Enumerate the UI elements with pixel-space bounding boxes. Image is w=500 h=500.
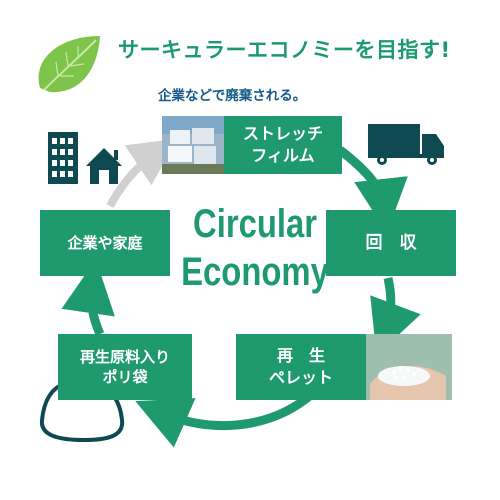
box-recycled-bag: 再生原料入り ポリ袋 bbox=[58, 334, 192, 400]
box-recycled-bag-line2: ポリ袋 bbox=[102, 368, 148, 386]
truck-icon bbox=[368, 124, 444, 165]
house-icon bbox=[86, 148, 122, 184]
page-title: サーキュラーエコノミーを目指す! bbox=[118, 38, 451, 62]
leaf-icon bbox=[38, 36, 100, 93]
arrow-companies-to-film bbox=[106, 138, 178, 208]
box-collection-label: 回 収 bbox=[365, 232, 417, 253]
arrow-bag-to-companies bbox=[61, 259, 115, 336]
box-stretch-film: ストレッチ フィルム bbox=[224, 116, 342, 174]
box-companies-homes-label: 企業や家庭 bbox=[67, 233, 143, 252]
box-pellet-line1: 再 生 bbox=[276, 346, 325, 366]
box-pellet: 再 生 ペレット bbox=[236, 334, 366, 400]
box-stretch-film-line2: フィルム bbox=[251, 146, 315, 165]
center-line1: Circular bbox=[193, 202, 317, 246]
box-recycled-bag-line1: 再生原料入り bbox=[79, 347, 170, 366]
arrow-pellet-to-bag bbox=[135, 390, 315, 448]
box-pellet-line2: ペレット bbox=[268, 368, 333, 387]
box-stretch-film-line1: ストレッチ bbox=[242, 124, 323, 144]
pellet-photo bbox=[366, 334, 452, 400]
arrow-collection-to-pellet bbox=[370, 277, 421, 356]
center-label: Circular Economy bbox=[177, 200, 333, 296]
center-line2: Economy bbox=[181, 250, 329, 294]
box-collection: 回 収 bbox=[326, 210, 456, 276]
building-icon bbox=[48, 132, 78, 184]
box-companies-homes: 企業や家庭 bbox=[40, 210, 170, 276]
arrow-film-to-collection bbox=[337, 146, 408, 233]
page-subtitle: 企業などで廃棄される。 bbox=[158, 88, 307, 104]
stretch-film-photo bbox=[162, 116, 224, 174]
